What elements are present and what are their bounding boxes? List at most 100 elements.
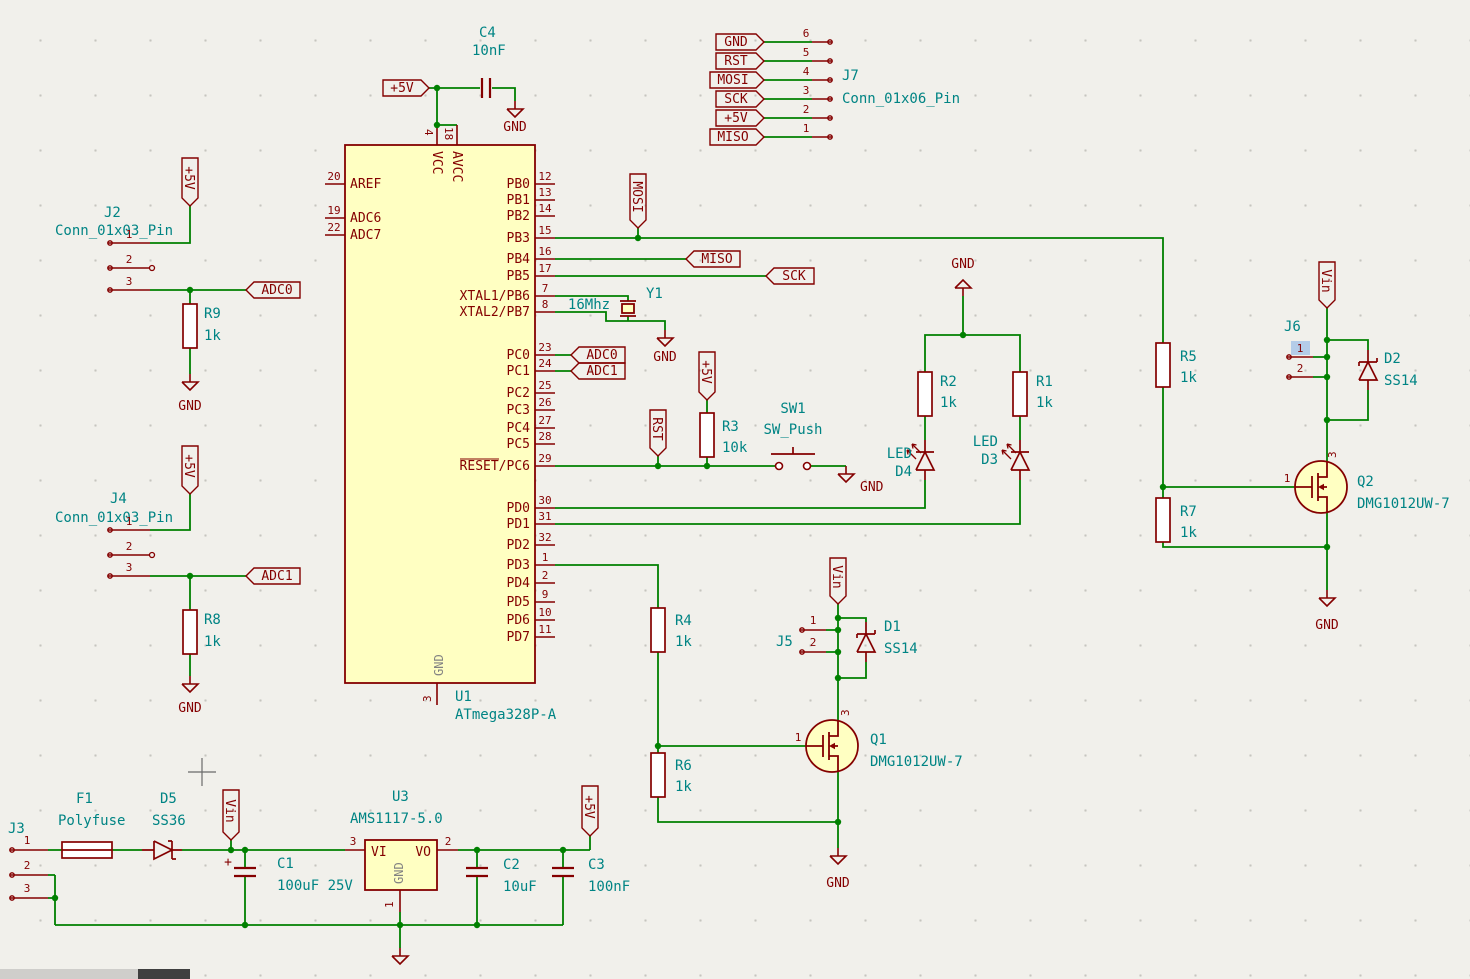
- j2-pnum-3[interactable]: 3: [126, 275, 133, 288]
- d5-schottky-diode[interactable]: [142, 841, 182, 859]
- f1-value[interactable]: Polyfuse: [58, 813, 125, 829]
- junction-dot[interactable]: [1324, 337, 1330, 343]
- u1-pnum-7[interactable]: 7: [542, 282, 549, 295]
- u3-pnum-3[interactable]: 3: [350, 835, 357, 848]
- wire-layer[interactable]: [48, 42, 1368, 948]
- junction-dot[interactable]: [960, 332, 966, 338]
- wires-leds[interactable]: [925, 296, 1020, 440]
- u1-pnum-20[interactable]: 20: [327, 170, 340, 183]
- gnd-symbol-bottom[interactable]: [392, 948, 408, 964]
- u1-pnum-28[interactable]: 28: [538, 430, 551, 443]
- u1-ref[interactable]: U1: [455, 689, 472, 705]
- r4-value[interactable]: 1k: [675, 634, 692, 650]
- j7-ref[interactable]: J7: [842, 68, 859, 84]
- u1-pnum-29[interactable]: 29: [538, 452, 551, 465]
- scrollbar-thumb[interactable]: [138, 969, 190, 979]
- junction-dot[interactable]: [1324, 374, 1330, 380]
- r7-ref[interactable]: R7: [1180, 504, 1197, 520]
- d1-schottky-diode[interactable]: [857, 622, 875, 662]
- u1-pnum-14[interactable]: 14: [538, 202, 552, 215]
- r8-value[interactable]: 1k: [204, 634, 221, 650]
- junction-dot[interactable]: [474, 922, 480, 928]
- u1-pn-pd3[interactable]: PD3: [507, 558, 530, 573]
- u1-pnum-11[interactable]: 11: [538, 623, 551, 636]
- d4-ref[interactable]: D4: [895, 464, 912, 480]
- r2-value[interactable]: 1k: [940, 395, 957, 411]
- j2-ref[interactable]: J2: [104, 205, 121, 221]
- u1-pnum-16[interactable]: 16: [538, 245, 551, 258]
- q2-pnum-3[interactable]: 3: [1326, 451, 1339, 458]
- j4-pnum-1[interactable]: 1: [126, 515, 133, 528]
- junction-dot[interactable]: [655, 743, 661, 749]
- j6-pnum-1[interactable]: 1: [1297, 342, 1304, 355]
- q1-mosfet[interactable]: [806, 720, 858, 772]
- c1-ref[interactable]: C1: [277, 856, 294, 872]
- sw1-value[interactable]: SW_Push: [763, 422, 822, 438]
- u1-pnum-32[interactable]: 32: [538, 531, 551, 544]
- r8-ref[interactable]: R8: [204, 612, 221, 628]
- u3-ref[interactable]: U3: [392, 789, 409, 805]
- global-label-plus5v-j4[interactable]: +5V: [181, 446, 198, 494]
- u1-pnum-17[interactable]: 17: [538, 262, 551, 275]
- junction-dot[interactable]: [242, 847, 248, 853]
- r5-resistor[interactable]: [1156, 343, 1170, 387]
- gnd-symbol-c4[interactable]: [507, 101, 523, 117]
- u1-pn-pc2[interactable]: PC2: [507, 386, 530, 401]
- q1-ref[interactable]: Q1: [870, 732, 887, 748]
- d2-value[interactable]: SS14: [1384, 373, 1418, 389]
- u1-pn-pb3[interactable]: PB3: [507, 231, 530, 246]
- d2-ref[interactable]: D2: [1384, 351, 1401, 367]
- gnd-symbol-leds[interactable]: [955, 280, 971, 296]
- u1-pn-adc6[interactable]: ADC6: [350, 211, 381, 226]
- r9-value[interactable]: 1k: [204, 328, 221, 344]
- junction-dot[interactable]: [835, 615, 841, 621]
- u1-pnum-30[interactable]: 30: [538, 494, 551, 507]
- sw1-push-button[interactable]: [771, 447, 815, 470]
- u1-pn-xtal2[interactable]: XTAL2/PB7: [460, 305, 530, 320]
- r6-value[interactable]: 1k: [675, 779, 692, 795]
- u3-pnum-1[interactable]: 1: [383, 901, 396, 908]
- gnd-text-r8[interactable]: GND: [178, 701, 202, 716]
- junction-dot[interactable]: [397, 922, 403, 928]
- f1-polyfuse[interactable]: [62, 842, 112, 858]
- r7-resistor[interactable]: [1156, 498, 1170, 542]
- gnd-symbol-sw1[interactable]: [838, 466, 854, 482]
- j4-pnum-3[interactable]: 3: [126, 561, 133, 574]
- d3-ref[interactable]: D3: [981, 452, 998, 468]
- j4-value[interactable]: Conn_01x03_Pin: [55, 510, 173, 526]
- r9-ref[interactable]: R9: [204, 306, 221, 322]
- u1-pnum-13[interactable]: 13: [538, 186, 551, 199]
- c2-ref[interactable]: C2: [503, 857, 520, 873]
- u1-pnum-27[interactable]: 27: [538, 414, 551, 427]
- c3-capacitor[interactable]: [552, 868, 574, 876]
- r9-resistor[interactable]: [183, 304, 197, 348]
- junction-dot[interactable]: [1324, 544, 1330, 550]
- j7-value[interactable]: Conn_01x06_Pin: [842, 91, 960, 107]
- global-label-gnd-j7[interactable]: GND: [716, 34, 764, 50]
- y1-crystal[interactable]: [620, 301, 636, 316]
- global-label-vin-q1[interactable]: Vin: [829, 558, 846, 604]
- gnd-text-q1[interactable]: GND: [826, 876, 850, 891]
- d3-led[interactable]: [1002, 440, 1029, 480]
- junction-dot[interactable]: [228, 847, 234, 853]
- u1-pn-pb0[interactable]: PB0: [507, 177, 530, 192]
- gnd-symbol-q2[interactable]: [1319, 590, 1335, 606]
- d5-value[interactable]: SS36: [152, 813, 186, 829]
- c4-capacitor[interactable]: [482, 78, 490, 98]
- u1-pn-gnd[interactable]: GND: [432, 654, 446, 676]
- u1-pnum-3[interactable]: 3: [421, 695, 434, 702]
- c3-ref[interactable]: C3: [588, 857, 605, 873]
- q1-value[interactable]: DMG1012UW-7: [870, 754, 963, 770]
- junction-dot[interactable]: [655, 463, 661, 469]
- d5-ref[interactable]: D5: [160, 791, 177, 807]
- r1-ref[interactable]: R1: [1036, 374, 1053, 390]
- junction-dot[interactable]: [474, 847, 480, 853]
- global-label-sck-j7[interactable]: SCK: [716, 91, 764, 107]
- junction-dot[interactable]: [187, 573, 193, 579]
- u1-pn-pb1[interactable]: PB1: [507, 193, 530, 208]
- r1-resistor[interactable]: [1013, 372, 1027, 416]
- u3-pn-vo[interactable]: VO: [415, 845, 431, 860]
- c2-value[interactable]: 10uF: [503, 879, 537, 895]
- u1-pn-pc5[interactable]: PC5: [507, 437, 530, 452]
